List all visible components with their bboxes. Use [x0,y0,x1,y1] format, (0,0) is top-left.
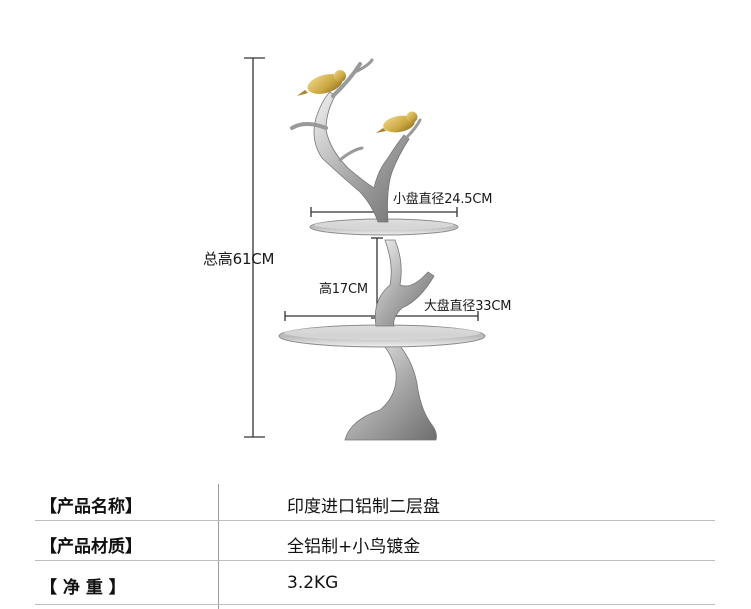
spec-key: 【 净 重 】 [40,578,126,598]
spec-divider [218,484,219,609]
small-tray-diameter-label: 小盘直径24.5CM [393,192,493,207]
total-height-label: 总高61CM [203,250,275,268]
spec-row-weight: 【 净 重 】 3.2KG [0,565,751,603]
gold-bird-left [297,70,346,96]
tree-base [344,345,437,441]
spec-key: 【产品名称】 [40,497,142,517]
tree-trunk-upper [313,91,410,223]
spec-row-material: 【产品材质】 全铝制+小鸟镀金 [0,524,751,562]
row-separator [35,604,715,605]
row-separator [35,560,715,561]
spec-value: 印度进口铝制二层盘 [287,497,440,517]
total-height-dimension [244,57,265,438]
large-tray-diameter-label: 大盘直径33CM [424,299,512,314]
row-separator [35,520,715,521]
product-illustration: 总高61CM 小盘直径24.5CM 高17CM 大盘直径33CM [203,57,512,441]
spec-key: 【产品材质】 [40,537,142,557]
spec-row-name: 【产品名称】 印度进口铝制二层盘 [0,484,751,522]
product-drawing [244,57,486,441]
tree-trunk-middle [374,239,435,327]
tier-height-label: 高17CM [319,282,368,297]
spec-value: 全铝制+小鸟镀金 [287,537,421,557]
gold-bird-right [376,111,418,133]
spec-value: 3.2KG [287,573,339,593]
